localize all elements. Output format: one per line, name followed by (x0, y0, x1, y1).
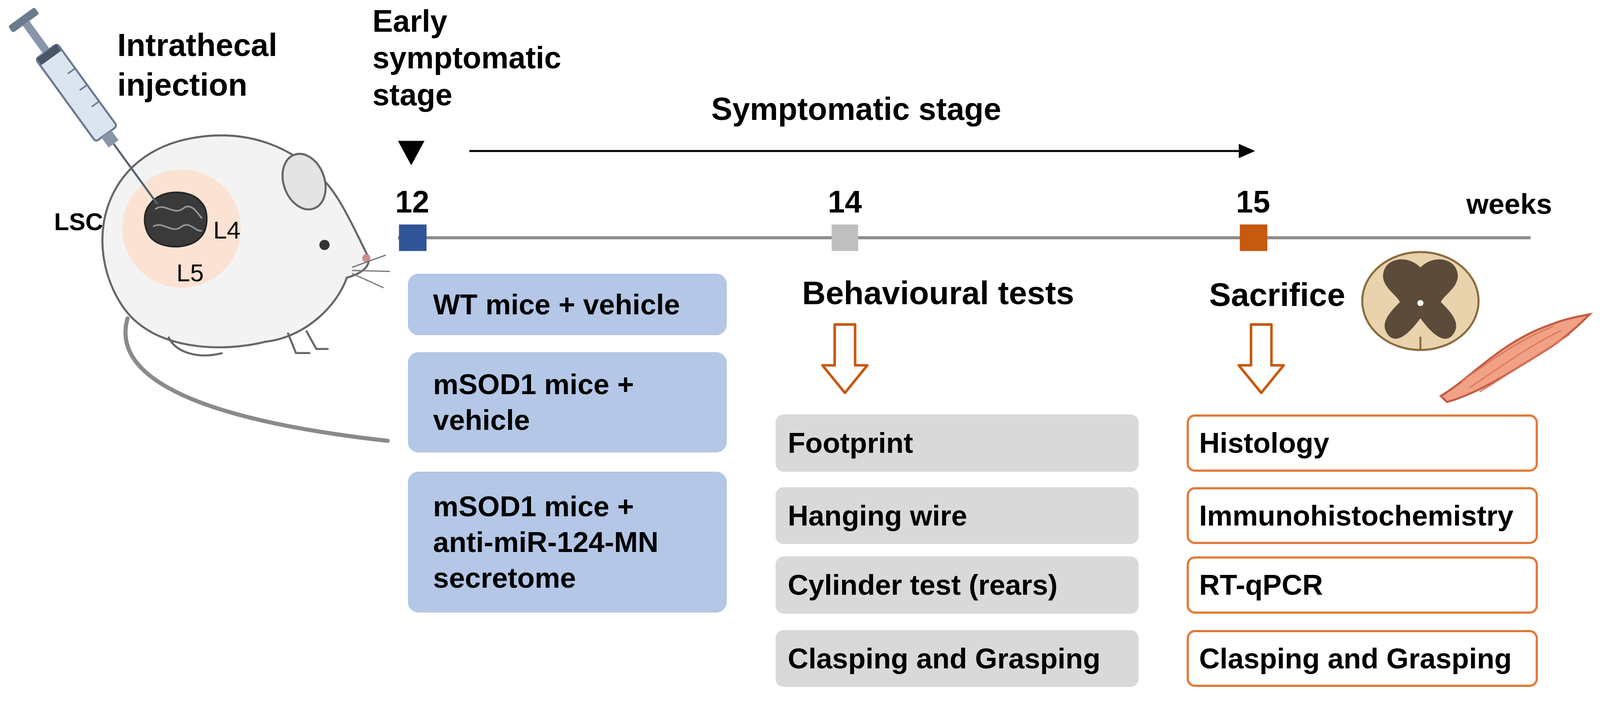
box-text: RT-qPCR (1199, 566, 1530, 603)
test-box: Clasping and Grasping (775, 629, 1139, 687)
box-text: Hanging wire (787, 497, 1131, 534)
mouse-whisker (352, 270, 390, 271)
box-text: Immunohistochemistry (1199, 497, 1530, 534)
procedure-label: Intrathecal injection (117, 25, 353, 105)
mouse-whisker (352, 255, 386, 268)
box-text: Footprint (787, 424, 1131, 461)
analysis-box: Clasping and Grasping (1186, 629, 1538, 687)
central-canal (1417, 299, 1424, 306)
syringe-tick (79, 84, 88, 90)
box-text: WT mice + vehicle (433, 286, 686, 323)
hollow-arrow (1238, 324, 1284, 393)
box-text: Clasping and Grasping (787, 640, 1131, 676)
box-text: Clasping and Grasping (1199, 640, 1530, 676)
timeline-axis (397, 236, 1531, 240)
stage-label: Symptomatic stage (711, 89, 1002, 128)
region-label: LSC (54, 207, 104, 237)
week-number: 15 (1222, 183, 1284, 221)
segment-label: L5 (176, 258, 205, 288)
analysis-box: Immunohistochemistry (1186, 486, 1538, 545)
box-text: Histology (1199, 424, 1530, 461)
muscle (1440, 314, 1590, 402)
muscle-fibres (1461, 326, 1570, 392)
spinal-cord-section (1362, 252, 1479, 350)
test-box: Footprint (775, 414, 1139, 472)
box-text: mSOD1 mice + vehicle (433, 366, 686, 438)
mouse-body (102, 135, 369, 348)
timepoint-marker (1239, 224, 1268, 251)
hollow-arrow (822, 324, 868, 393)
phase-label: Behavioural tests (801, 273, 1075, 313)
syringe-tick (91, 101, 100, 107)
timepoint-marker (831, 224, 858, 251)
stage-label: Early symptomatic stage (372, 3, 608, 114)
grey-matter (1383, 259, 1459, 339)
group-box: mSOD1 mice + anti-miR-124-MN secretome (408, 471, 727, 613)
segment-label: L4 (213, 215, 241, 246)
box-text: Cylinder test (rears) (787, 566, 1131, 603)
arrow-head (1238, 143, 1255, 158)
analysis-box: RT-qPCR (1186, 556, 1538, 614)
mouse-eye (319, 239, 330, 250)
syringe-needle (113, 143, 158, 205)
stage-arrow (469, 149, 1241, 153)
timepoint-marker (398, 224, 427, 251)
test-box: Cylinder test (rears) (775, 556, 1139, 614)
syringe-barrel (35, 43, 118, 142)
ventral-fissure (1419, 336, 1422, 350)
mouse-whisker (352, 273, 384, 288)
week-number: 12 (381, 183, 443, 221)
analysis-box: Histology (1186, 414, 1538, 472)
syringe-hub (101, 130, 119, 148)
axis-unit: weeks (1466, 186, 1553, 222)
syringe-tick (67, 68, 76, 74)
box-text: mSOD1 mice + anti-miR-124-MN secretome (433, 488, 686, 596)
group-box: WT mice + vehicle (408, 273, 727, 335)
syringe-plunger (36, 44, 62, 66)
lumbar-highlight (122, 169, 242, 288)
week-number: 14 (814, 183, 876, 221)
mouse-hind-foot (168, 336, 223, 356)
spinal-cord-detail (152, 206, 202, 231)
stage-marker (397, 140, 425, 166)
mouse-front-paw (287, 332, 311, 353)
group-box: mSOD1 mice + vehicle (408, 352, 727, 453)
phase-label: Sacrifice (1209, 275, 1346, 315)
test-box: Hanging wire (775, 486, 1139, 545)
syringe-rod (22, 20, 50, 54)
mouse-ear (274, 147, 333, 216)
mouse-front-paw (306, 330, 329, 349)
